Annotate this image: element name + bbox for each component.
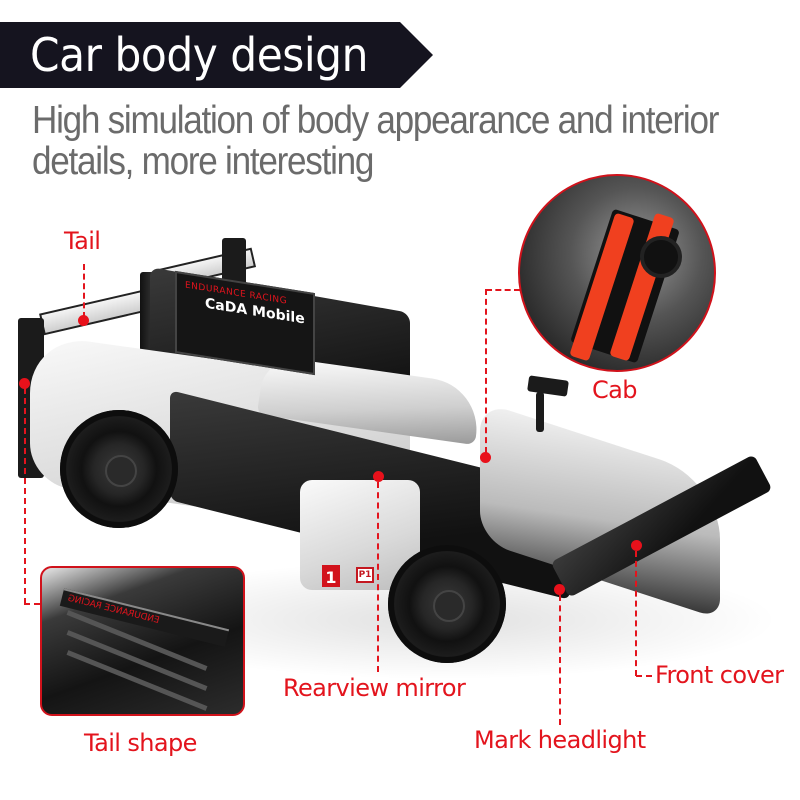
subtitle-line-2: details, more interesting bbox=[32, 140, 374, 183]
class-badge: P1 bbox=[356, 567, 374, 583]
steering-mount bbox=[640, 236, 682, 278]
side-mirror-stalk bbox=[536, 392, 544, 432]
callout-label-front-cover: Front cover bbox=[655, 661, 784, 689]
callout-line-tail-shape-vertical bbox=[24, 388, 26, 604]
callout-label-rearview-mirror: Rearview mirror bbox=[283, 674, 466, 702]
callout-dot-mark-headlight bbox=[554, 584, 565, 595]
subtitle: High simulation of body appearance and i… bbox=[32, 99, 719, 183]
callout-line-cab-vertical bbox=[485, 289, 487, 453]
race-number-badge: 1 bbox=[322, 565, 340, 587]
callout-dot-rearview-mirror bbox=[373, 471, 384, 482]
callout-label-tail: Tail bbox=[64, 227, 101, 255]
rear-wheel bbox=[60, 410, 178, 528]
callout-dot-tail bbox=[78, 315, 89, 326]
callout-line-front-cover-vertical bbox=[635, 551, 637, 676]
side-mirror bbox=[527, 375, 569, 397]
callout-line-tail-shape-horizontal bbox=[24, 603, 40, 605]
callout-line-cab-horizontal bbox=[486, 289, 520, 291]
title-banner bbox=[0, 22, 433, 88]
cab-detail-inset bbox=[518, 174, 716, 372]
callout-line-mark-headlight bbox=[559, 595, 561, 725]
callout-dot-cab bbox=[480, 452, 491, 463]
callout-dot-tail-shape bbox=[19, 378, 30, 389]
callout-line-tail bbox=[83, 264, 85, 318]
tail-inset-text: ENDURANCE RACING bbox=[66, 593, 161, 627]
callout-label-tail-shape: Tail shape bbox=[84, 729, 197, 757]
subtitle-line-1: High simulation of body appearance and i… bbox=[32, 99, 719, 142]
tail-shape-detail-inset: ENDURANCE RACING bbox=[40, 566, 245, 716]
callout-line-front-cover-horizontal bbox=[636, 675, 652, 677]
callout-line-rearview-mirror bbox=[377, 482, 379, 672]
callout-label-mark-headlight: Mark headlight bbox=[474, 726, 646, 754]
callout-label-cab: Cab bbox=[592, 376, 638, 404]
front-wheel bbox=[388, 545, 506, 663]
page-title: Car body design bbox=[30, 28, 368, 82]
callout-dot-front-cover bbox=[631, 540, 642, 551]
